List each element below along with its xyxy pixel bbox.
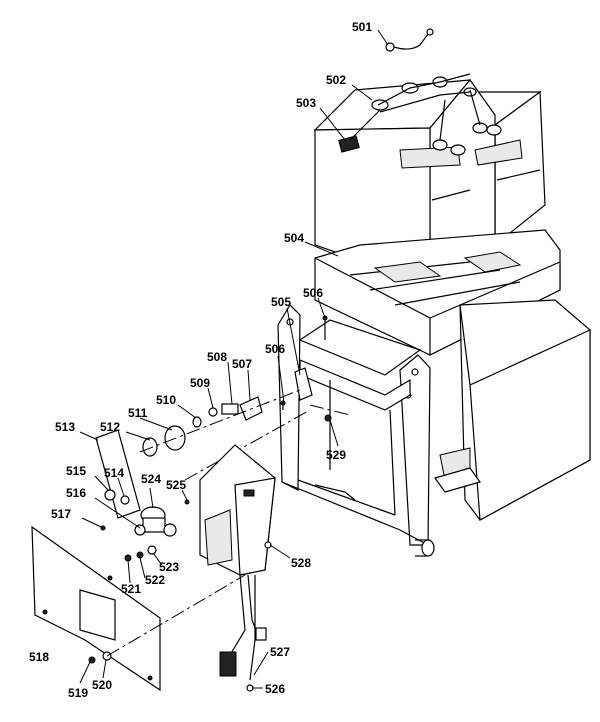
chassis-box: [434, 299, 591, 521]
leader-lines: [79, 29, 389, 689]
label-529: 529: [326, 448, 346, 462]
label-527: 527: [270, 645, 290, 659]
label-503: 503: [296, 96, 316, 110]
label-504: 504: [284, 231, 304, 245]
label-511: 511: [128, 406, 148, 420]
label-505: 505: [271, 295, 291, 309]
label-506-mid: 506: [265, 342, 285, 356]
label-522: 522: [145, 573, 165, 587]
label-516: 516: [66, 486, 86, 500]
controller-528: [199, 444, 276, 692]
label-526: 526: [265, 682, 285, 696]
label-521: 521: [121, 582, 141, 596]
label-518: 518: [29, 650, 49, 664]
label-520: 520: [92, 678, 112, 692]
label-524: 524: [141, 472, 161, 486]
label-506-top: 506: [303, 286, 323, 300]
label-525: 525: [166, 478, 186, 492]
label-514: 514: [104, 466, 124, 480]
part-labels: 501 502 503 504 505 506 506 507 508 509 …: [29, 20, 372, 700]
label-528: 528: [291, 556, 311, 570]
mounting-plate: [31, 525, 246, 692]
label-509: 509: [190, 376, 210, 390]
label-519: 519: [68, 686, 88, 700]
cable-501: [385, 28, 434, 52]
label-512: 512: [100, 420, 120, 434]
label-508: 508: [207, 350, 227, 364]
label-502: 502: [326, 73, 346, 87]
label-507: 507: [232, 357, 252, 371]
label-501: 501: [352, 20, 372, 34]
label-523: 523: [159, 560, 179, 574]
label-517: 517: [51, 507, 71, 521]
label-513: 513: [55, 420, 75, 434]
mounting-frame: [277, 304, 435, 557]
valve-assembly: [100, 489, 190, 562]
label-515: 515: [66, 464, 86, 478]
label-510: 510: [156, 393, 176, 407]
